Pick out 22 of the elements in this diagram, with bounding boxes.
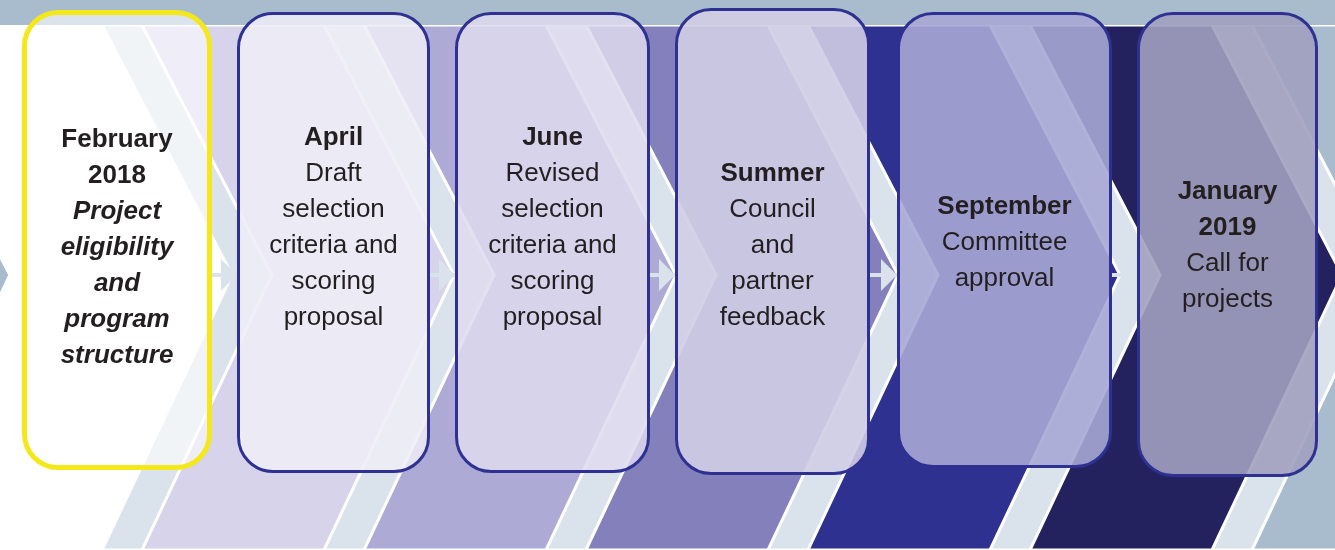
stage-box: [1137, 12, 1318, 477]
stage-description: Council and partner feedback: [718, 192, 827, 333]
stage-description: Call for projects: [1180, 246, 1274, 315]
stage-box: [455, 12, 650, 473]
arrow: [650, 259, 675, 291]
stage-description: Project eligibility and program structure: [59, 194, 176, 371]
stage-box: [22, 10, 212, 470]
stage-date: June: [522, 120, 583, 153]
stage-date: Summer: [720, 156, 825, 189]
stage-description: Revised selection criteria and scoring proposal: [487, 156, 618, 333]
stage-description: Draft selection criteria and scoring proposal: [268, 156, 399, 333]
arrow: [430, 259, 455, 291]
stage-description: Committee approval: [940, 225, 1069, 294]
stage-date: April: [303, 120, 364, 153]
arrow: [212, 259, 237, 291]
stage-date: January 2019: [1176, 174, 1279, 243]
stage-box: [897, 12, 1112, 468]
arrow: [870, 259, 897, 291]
stage-date: February 2018: [60, 122, 174, 191]
stage-box: [237, 12, 430, 473]
stage-date: September: [937, 189, 1072, 222]
stage-box: [675, 8, 870, 475]
